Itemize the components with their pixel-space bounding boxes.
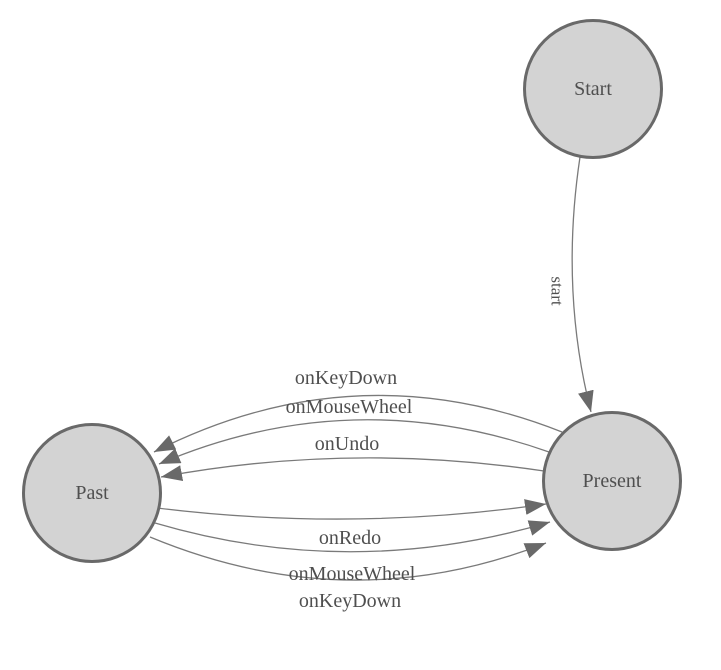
edge-present-to-past-onmousewheel xyxy=(158,419,550,465)
node-label-start: Start xyxy=(574,77,612,100)
state-node-present: Present xyxy=(542,411,682,551)
node-label-past: Past xyxy=(75,481,109,504)
edge-past-to-present-onredo xyxy=(156,499,547,520)
edge-label-onmousewheel-bottom: onMouseWheel xyxy=(288,563,416,585)
state-node-past: Past xyxy=(22,423,162,563)
edge-present-to-past-onundo xyxy=(160,457,545,482)
edge-present-to-past-onkeydown xyxy=(153,394,563,453)
edge-label-onkeydown-top: onKeyDown xyxy=(294,367,398,389)
edge-start-to-present xyxy=(571,156,594,413)
edge-label-onmousewheel-top: onMouseWheel xyxy=(285,396,413,418)
node-label-present: Present xyxy=(582,469,642,492)
edge-past-to-present-onmousewheel xyxy=(154,520,551,553)
edge-label-start: start xyxy=(547,276,567,306)
edge-label-onkeydown-bottom: onKeyDown xyxy=(298,590,402,612)
edge-label-onredo: onRedo xyxy=(318,527,382,549)
state-node-start: Start xyxy=(523,19,663,159)
edge-past-to-present-onkeydown xyxy=(149,536,547,581)
edge-label-onundo: onUndo xyxy=(314,433,380,455)
